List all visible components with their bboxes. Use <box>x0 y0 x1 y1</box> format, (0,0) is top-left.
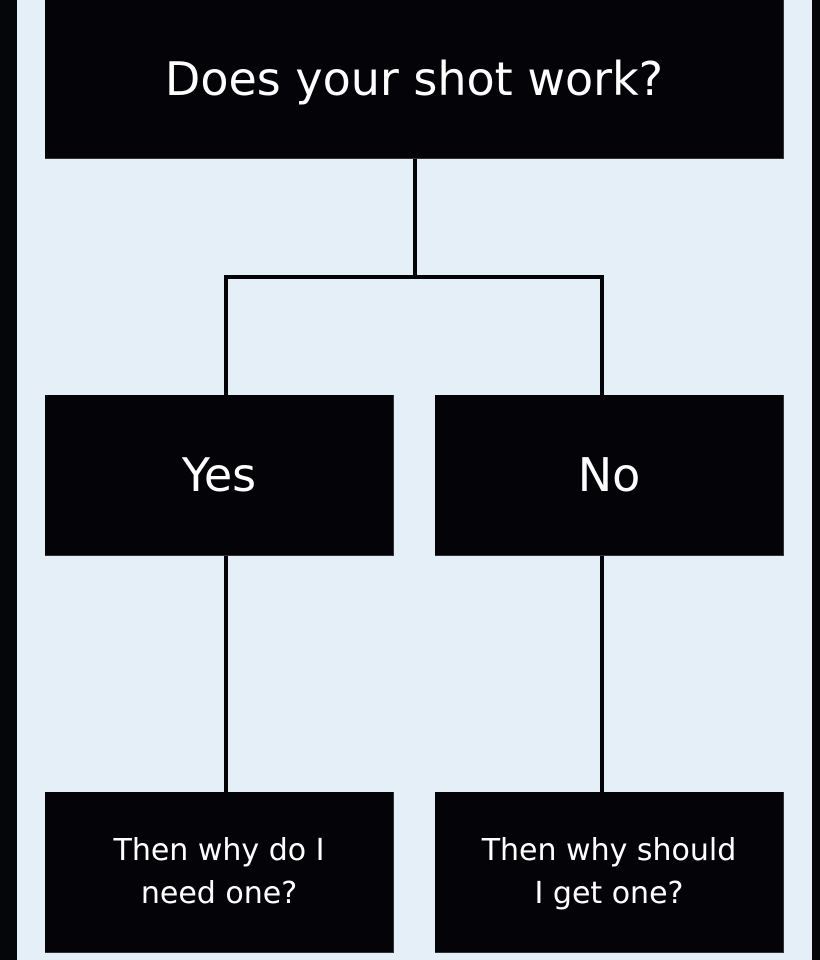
connector-to-no <box>600 275 604 395</box>
connector-to-yes <box>224 275 228 395</box>
yes-answer-box: Then why do I need one? <box>45 792 394 953</box>
question-box: Does your shot work? <box>45 0 784 159</box>
no-answer-box: Then why should I get one? <box>435 792 784 953</box>
yes-box: Yes <box>45 395 394 556</box>
left-border <box>0 0 17 960</box>
no-box: No <box>435 395 784 556</box>
question-text: Does your shot work? <box>164 52 664 106</box>
connector-no-to-answer <box>600 555 604 792</box>
connector-trunk <box>413 158 417 279</box>
no-label: No <box>577 448 641 502</box>
yes-answer-text: Then why do I need one? <box>113 832 325 912</box>
right-border <box>812 0 820 960</box>
connector-yes-to-answer <box>224 555 228 792</box>
yes-label: Yes <box>181 448 257 502</box>
no-answer-text: Then why should I get one? <box>481 832 737 912</box>
connector-horizontal <box>224 275 604 279</box>
